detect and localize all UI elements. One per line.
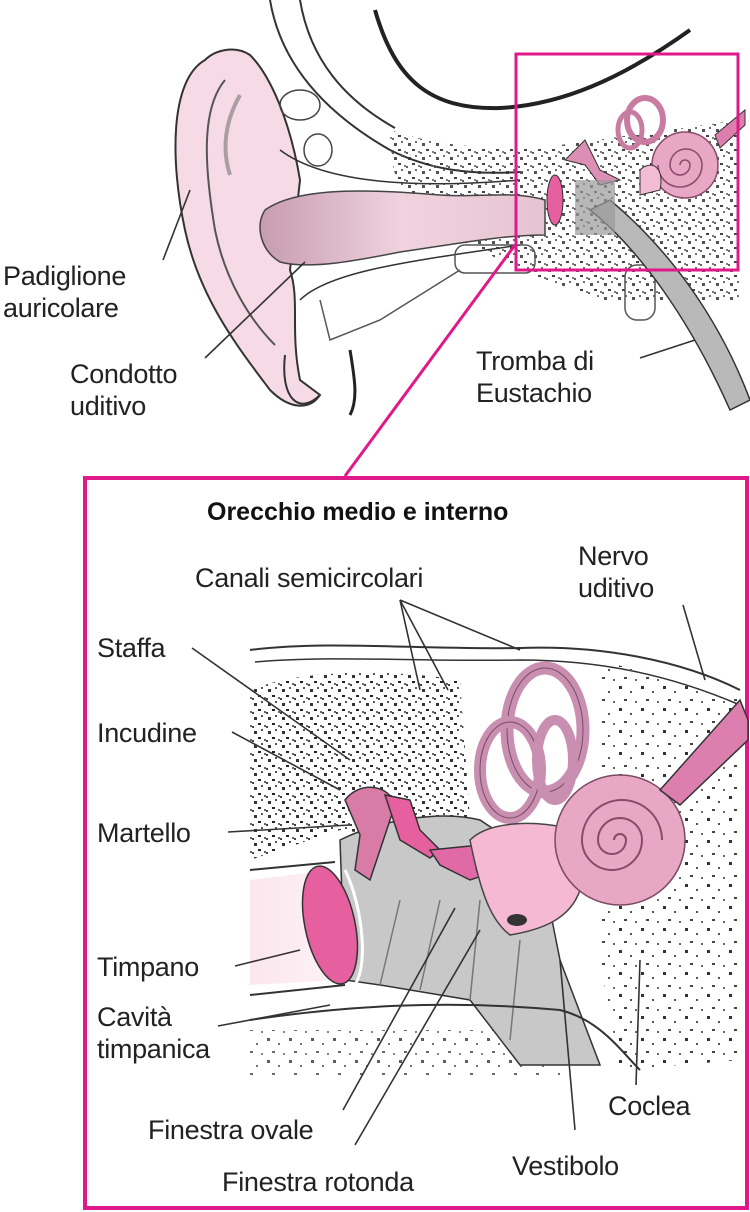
label-line: Canali semicircolari (195, 563, 424, 593)
label-staffa: Staffa (97, 632, 166, 664)
label-line: auricolare (3, 293, 119, 323)
label-line: Finestra ovale (148, 1115, 314, 1145)
leader-lines (162, 189, 706, 1146)
label-nervo-uditivo: Nervo uditivo (578, 540, 654, 604)
label-line: Condotto (70, 359, 178, 389)
label-line: timpanica (97, 1034, 210, 1064)
label-finestra-ovale: Finestra ovale (148, 1114, 314, 1146)
label-line: uditivo (70, 391, 146, 421)
label-padiglione-auricolare: Padiglione auricolare (3, 260, 126, 324)
detail-title: Orecchio medio e interno (207, 498, 509, 526)
label-coclea: Coclea (608, 1090, 691, 1122)
label-martello: Martello (97, 817, 191, 849)
detail-illustration (249, 644, 749, 1075)
overview-inner-ear-mini (546, 95, 746, 235)
label-cavita-timpanica: Cavità timpanica (97, 1001, 210, 1065)
label-vestibolo: Vestibolo (512, 1150, 619, 1182)
label-line: Timpano (97, 952, 199, 982)
label-condotto-uditivo: Condotto uditivo (70, 358, 177, 422)
label-line: Tromba di (476, 346, 594, 376)
label-line: Cavità (97, 1002, 172, 1032)
label-canali-semicircolari: Canali semicircolari (195, 562, 423, 594)
inset-connector (343, 244, 517, 477)
label-line: Padiglione (3, 261, 127, 291)
label-timpano: Timpano (97, 951, 199, 983)
label-tromba-di-eustachio: Tromba di Eustachio (476, 345, 594, 409)
label-line: Vestibolo (512, 1151, 619, 1181)
label-line: Eustachio (476, 378, 592, 408)
label-line: Nervo (578, 541, 649, 571)
overview-illustration (174, 0, 750, 416)
label-line: Incudine (97, 718, 197, 748)
label-line: Coclea (608, 1091, 691, 1121)
label-finestra-rotonda: Finestra rotonda (222, 1166, 414, 1198)
label-line: Martello (97, 818, 191, 848)
label-line: Staffa (97, 633, 166, 663)
label-incudine: Incudine (97, 717, 197, 749)
label-line: uditivo (578, 573, 654, 603)
label-line: Finestra rotonda (222, 1167, 414, 1197)
inset-frame (514, 52, 740, 272)
